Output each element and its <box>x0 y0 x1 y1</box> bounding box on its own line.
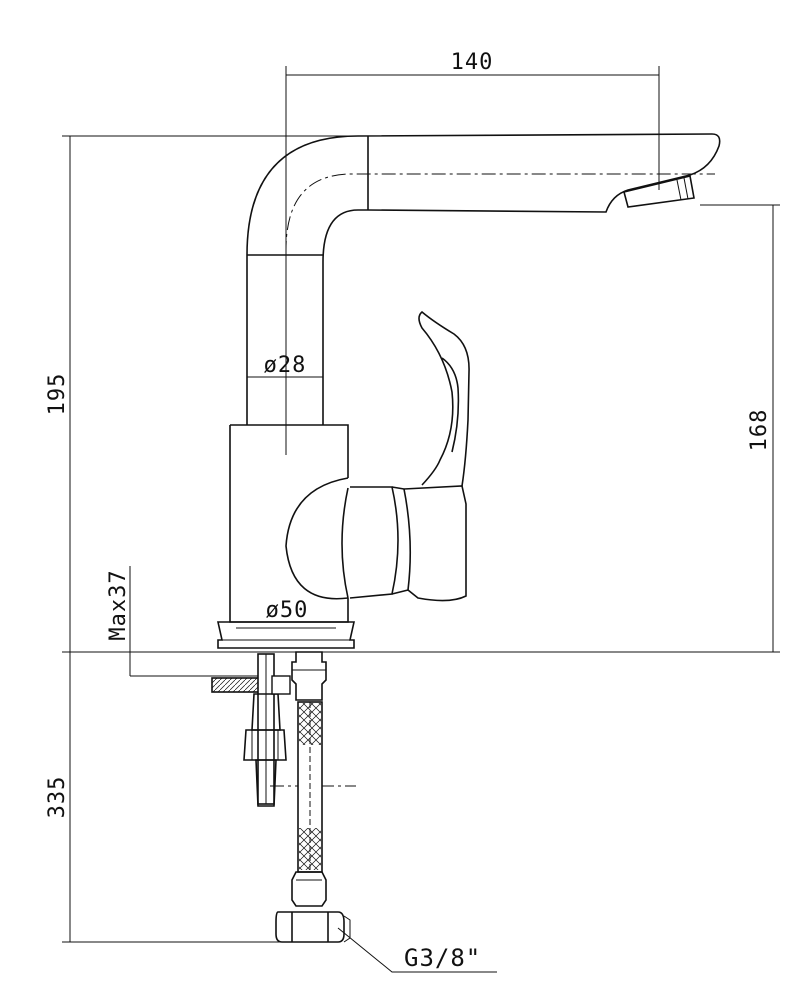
dimension-g3-8: G3/8" <box>404 944 481 972</box>
dimension-max-37: Max37 <box>106 569 131 640</box>
dimension-168: 168 <box>747 409 772 452</box>
dimension-diameter-28: ø28 <box>264 353 307 378</box>
dimension-195: 195 <box>45 373 70 416</box>
dimension-140: 140 <box>451 50 494 75</box>
dimension-335: 335 <box>45 776 70 819</box>
flexible-hose <box>275 651 351 943</box>
dimension-lines <box>62 66 780 973</box>
faucet-body <box>217 133 721 649</box>
dimension-diameter-50: ø50 <box>266 598 309 623</box>
mounting-hardware <box>211 653 356 807</box>
